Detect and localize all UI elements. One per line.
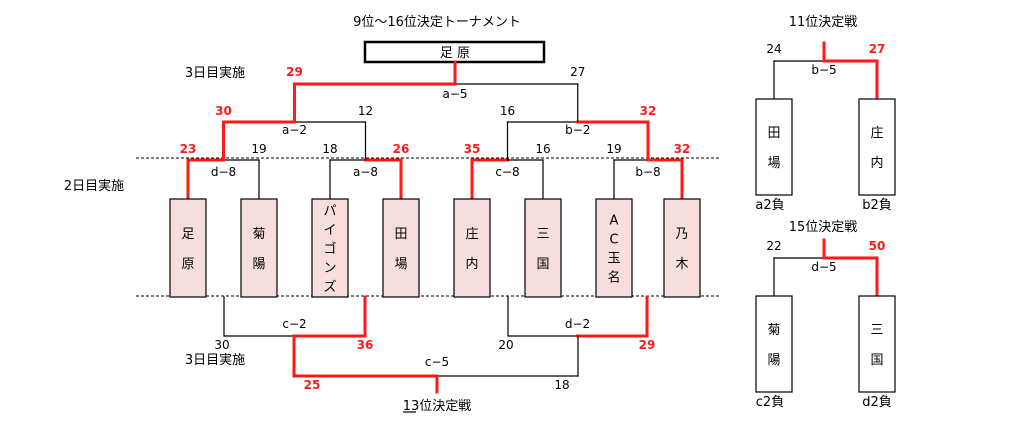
team-char: C xyxy=(609,233,618,248)
team-box-4: 庄内 xyxy=(453,198,491,298)
r1-0-score-0: 23 xyxy=(180,142,197,156)
r1-2-score-0: 35 xyxy=(464,142,481,156)
team-char: イ xyxy=(323,223,336,238)
fifteenth-team-box-1: 三国 xyxy=(858,295,896,393)
team-char: 内 xyxy=(465,256,478,272)
team-char: ゴ xyxy=(323,241,336,257)
eleventh-result-label-0: a2負 xyxy=(755,198,784,213)
team-char: 庄 xyxy=(465,226,478,242)
team-char: 木 xyxy=(675,257,688,272)
team-char: 三 xyxy=(870,323,883,338)
lowfinal-score-0: 25 xyxy=(304,378,321,392)
day2-label: 2日目実施 xyxy=(64,178,124,194)
day3-bottom-label: 3日目実施 xyxy=(185,352,245,368)
final-label: a−5 xyxy=(442,87,467,101)
team-char: 国 xyxy=(536,257,549,272)
team-char: 乃 xyxy=(675,227,688,242)
team-char: 陽 xyxy=(767,353,780,368)
r1-3-score-1: 32 xyxy=(674,142,691,156)
r1-1-score-0: 18 xyxy=(322,142,337,156)
fifteenth-result-label-1: d2負 xyxy=(862,395,892,410)
team-char: 三 xyxy=(536,227,549,242)
team-box-3: 田場 xyxy=(382,198,420,298)
fifteenth-score-1: 50 xyxy=(869,239,886,253)
final-score-1: 27 xyxy=(570,65,585,79)
r1-1-score-1: 26 xyxy=(393,142,410,156)
r1-3-score-0: 19 xyxy=(606,142,621,156)
fifteenth-result-label-0: c2負 xyxy=(756,395,784,410)
main-title: 9位～16位決定トーナメント xyxy=(353,15,521,30)
r1-0-score-1: 19 xyxy=(251,142,266,156)
team-char: 庄 xyxy=(870,125,883,141)
team-char: 田 xyxy=(767,126,780,141)
champion-name: 足 原 xyxy=(440,46,470,61)
team-char: 陽 xyxy=(252,257,265,272)
team-box-0: 足原 xyxy=(169,198,207,298)
r1-0-label: d−8 xyxy=(211,165,236,179)
r1-1-label: a−8 xyxy=(353,165,378,179)
r2-0-label: a−2 xyxy=(282,123,307,137)
r2-1-score-0: 16 xyxy=(500,104,515,118)
fifteenth-score-0: 22 xyxy=(766,239,781,253)
r1-2-label: c−8 xyxy=(495,165,519,179)
r2-0-score-0: 30 xyxy=(215,104,232,118)
eleventh-label: b−5 xyxy=(811,63,836,77)
team-box-7: 乃木 xyxy=(663,198,701,298)
final-score-0: 29 xyxy=(286,65,303,79)
bracket-lines xyxy=(186,41,879,394)
eleventh-score-0: 24 xyxy=(766,42,781,56)
team-char: ン xyxy=(323,261,336,276)
r1-3-label: b−8 xyxy=(635,165,660,179)
eleventh-score-1: 27 xyxy=(869,42,886,56)
lowfinal-score-1: 18 xyxy=(554,378,569,392)
team-char: 国 xyxy=(870,353,883,368)
fifteenth-label: d−5 xyxy=(811,260,836,274)
team-char: パ xyxy=(323,204,336,219)
low-0-score-0: 30 xyxy=(214,338,229,352)
low-1-score-0: 20 xyxy=(498,338,513,352)
bottom-title: 13位決定戦 xyxy=(403,399,472,414)
team-char: 足 xyxy=(181,227,194,242)
team-char: 田 xyxy=(394,227,407,242)
r2-0-score-1: 12 xyxy=(358,104,373,118)
eleventh-title: 11位決定戦 xyxy=(789,15,858,30)
low-1-label: d−2 xyxy=(565,317,590,331)
low-0-score-1: 36 xyxy=(357,338,374,352)
team-char: 場 xyxy=(394,257,407,272)
team-char: 場 xyxy=(767,156,780,171)
team-box-5: 三国 xyxy=(524,198,562,298)
team-char: ズ xyxy=(323,279,336,295)
team-char: 玉 xyxy=(607,252,620,267)
eleventh-team-box-0: 田場 xyxy=(755,98,793,196)
r1-2-score-1: 16 xyxy=(535,142,550,156)
team-char: 菊 xyxy=(252,227,265,242)
team-char: 名 xyxy=(607,270,620,286)
lowfinal-label: c−5 xyxy=(425,355,449,369)
r2-1-score-1: 32 xyxy=(640,104,657,118)
day3-top-label: 3日目実施 xyxy=(185,65,245,81)
eleventh-result-label-1: b2負 xyxy=(862,198,892,213)
team-box-1: 菊陽 xyxy=(240,198,278,298)
team-char: A xyxy=(610,214,619,229)
score-labels: 23 19 d−8 18 26 a−8 35 16 c−8 19 32 b−8 30 12 a−2 16 32 b… xyxy=(180,42,892,410)
r2-1-label: b−2 xyxy=(565,123,590,137)
low-1-score-1: 29 xyxy=(639,338,656,352)
fifteenth-team-box-0: 菊陽 xyxy=(755,295,793,393)
low-0-label: c−2 xyxy=(282,317,306,331)
team-char: 菊 xyxy=(767,323,780,338)
fifteenth-title: 15位決定戦 xyxy=(789,220,858,235)
team-char: 内 xyxy=(870,155,883,171)
team-char: 原 xyxy=(181,257,194,272)
eleventh-team-box-1: 庄内 xyxy=(858,98,896,196)
